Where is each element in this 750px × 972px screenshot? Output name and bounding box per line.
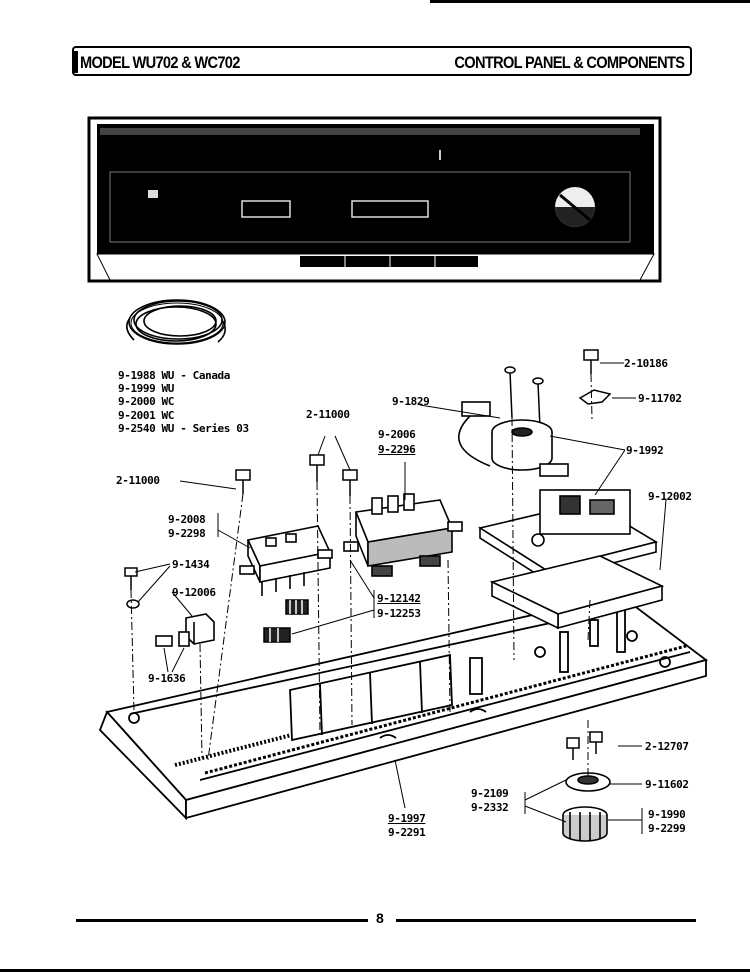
callout-2-12707: 2-12707 [645, 740, 689, 753]
section-title: CONTROL PANEL & COMPONENTS [454, 53, 685, 72]
callout-9-1434: 9-1434 [172, 558, 210, 571]
wire-harness-part: 9-2540 WU - Series 03 [118, 421, 249, 435]
callout-9-1829: 9-1829 [392, 395, 430, 408]
callout-2-10186: 2-10186 [624, 357, 668, 370]
wire-harness-part: 9-1999 WU [118, 382, 175, 396]
callout-9-1997: 9-1997 [388, 812, 426, 825]
callout-9-1990: 9-1990 [648, 808, 686, 821]
control-panel-photo [87, 116, 662, 283]
wire-harness-part-list: 9-1988 WU - Canada 9-1999 WU 9-2000 WC 9… [118, 369, 249, 435]
page-header: MODEL WU702 & WC702 CONTROL PANEL & COMP… [72, 46, 692, 76]
callout-9-12002: 9-12002 [648, 490, 692, 503]
bottom-rule [0, 969, 750, 972]
callout-2-11000-left: 2-11000 [116, 474, 160, 487]
timer-motor [458, 401, 569, 477]
callout-9-2296: 9-2296 [378, 443, 416, 456]
callout-9-2299: 9-2299 [648, 822, 686, 835]
push-button-switch-small [239, 525, 333, 596]
callout-2-11000-top: 2-11000 [306, 408, 350, 421]
timer-knob [562, 772, 611, 842]
callout-9-12006: 9-12006 [172, 586, 216, 599]
screws [124, 349, 603, 760]
callout-9-2332: 9-2332 [471, 801, 509, 814]
top-rule [430, 0, 750, 3]
callout-9-11602: 9-11602 [645, 778, 689, 791]
console-housing [98, 591, 709, 821]
wire-harness-part: 9-1988 WU - Canada [118, 369, 231, 382]
guide-lines [130, 373, 593, 776]
callout-9-12142: 9-12142 [377, 592, 421, 605]
wire-harness-coil [126, 299, 226, 345]
header-left-bar [72, 51, 78, 73]
callout-9-2291: 9-2291 [388, 826, 426, 839]
wire-harness-part: 9-2000 WC [118, 395, 175, 409]
light-socket [155, 613, 215, 647]
footer-rule-right [396, 919, 696, 922]
page-number: 8 [376, 910, 384, 926]
callout-9-2298: 9-2298 [168, 527, 206, 540]
callout-9-12253: 9-12253 [377, 607, 421, 620]
callout-9-2006: 9-2006 [378, 428, 416, 441]
push-button-switch-large [343, 493, 463, 577]
wire-harness-part: 9-2001 WC [118, 408, 175, 422]
callout-9-2008: 9-2008 [168, 513, 206, 526]
leader-lines [134, 362, 667, 834]
callout-9-1636: 9-1636 [148, 672, 186, 685]
timer-bracket [477, 489, 665, 630]
callout-9-11702: 9-11702 [638, 392, 682, 405]
footer-rule-left [76, 919, 368, 922]
clip [578, 389, 612, 405]
button-caps [263, 599, 309, 643]
model-title: MODEL WU702 & WC702 [80, 53, 240, 72]
callout-9-2109: 9-2109 [471, 787, 509, 800]
callout-9-1992: 9-1992 [626, 444, 664, 457]
